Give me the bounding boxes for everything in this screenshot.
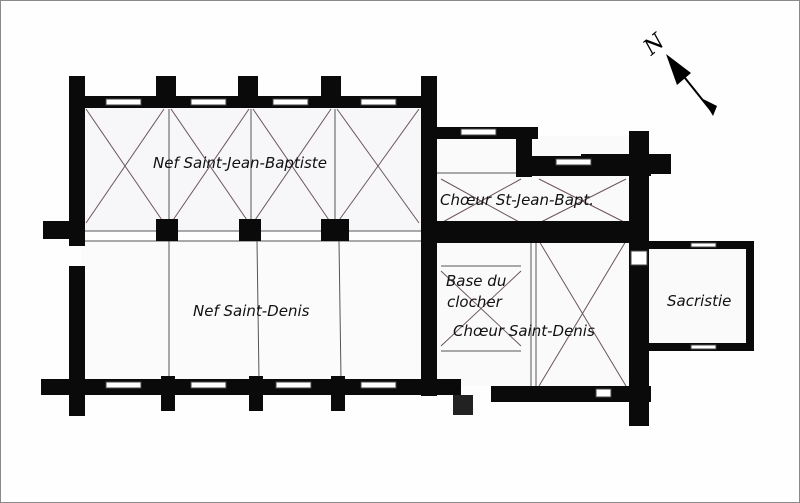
label-nef-saint-denis: Nef Saint-Denis xyxy=(193,302,310,320)
stair-turret xyxy=(453,395,473,415)
label-sacristie: Sacristie xyxy=(667,292,731,310)
label-choeur-st-jean-bapt: Chœur St-Jean-Bapt. xyxy=(440,191,594,209)
floor-choeur xyxy=(433,136,633,386)
windows xyxy=(105,98,717,398)
compass-north-label: N xyxy=(638,29,670,62)
label-base-du-clocher-1: Base du xyxy=(446,272,506,290)
label-choeur-saint-denis: Chœur Saint-Denis xyxy=(453,322,595,340)
floor-sacristie xyxy=(646,249,746,344)
floor-nef-denis xyxy=(81,241,426,386)
label-base-du-clocher-2: clocher xyxy=(447,293,503,311)
compass-icon xyxy=(666,54,717,116)
floor-nef-jean xyxy=(81,106,426,231)
vault-ribs-nef-jean xyxy=(85,108,627,387)
label-nef-saint-jean-baptiste: Nef Saint-Jean-Baptiste xyxy=(153,154,327,172)
